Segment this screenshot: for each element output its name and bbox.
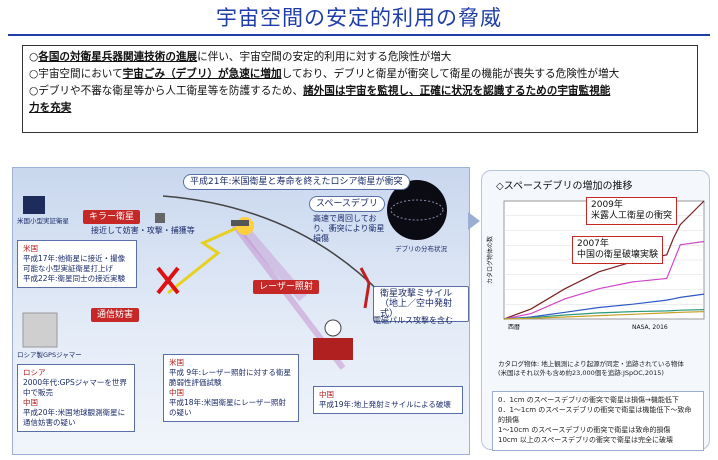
collision-banner: 平成21年:米国衛星と寿命を終えたロシア衛星が衝突 [183, 174, 410, 190]
page-title: 宇宙空間の安定的利用の脅威 [216, 6, 502, 30]
callout-2007: 2007年 中国の衛星破壊実験 [572, 236, 664, 264]
jamming-bolt [167, 221, 249, 295]
satellite-icon [231, 220, 249, 226]
blocked-x-icon [156, 266, 180, 295]
debris-image-caption: デブリの分布状況 [395, 245, 447, 253]
series-line-4 [503, 309, 705, 320]
us-small-satellite-caption: 米国小型実証衛星 [17, 217, 69, 225]
bullet-2: ○宇宙空間において宇宙ごみ（デブリ）が急速に増加しており、デブリと衛星が衝突して… [29, 68, 620, 80]
laser-incidents-info: 米国 平成 9年:レーザー照射に対する衛星脆弱性評価試験 中国 平成18年:米国… [163, 354, 299, 422]
space-debris-label: スペースデブリ [309, 196, 385, 212]
y-axis-label: カタログ物体の数 [486, 236, 494, 284]
gps-jammer-image [22, 312, 58, 348]
title-underline [8, 34, 710, 36]
bullet-3-emphasis: 諸外国は宇宙を監視し、正確に状況を認識するための宇宙監視能 [303, 85, 611, 97]
chart-source: NASA, 2016 [632, 324, 668, 331]
arrow-to-chart-icon [468, 212, 480, 230]
callout-2009: 2009年 米露人工衛星の衝突 [586, 197, 678, 225]
us-small-satellite-icon [23, 196, 45, 214]
laser-label: レーザー照射 [253, 280, 319, 294]
emp-caption: 電磁パルス攻撃を含む [373, 316, 453, 325]
dish-antenna-icon [324, 319, 342, 337]
space-debris-caption: 高速で周回しており、衝突により衛星損傷 [313, 214, 385, 243]
russia-china-jamming-info: ロシア 2000年代:GPSジャマーを世界中で販売 中国 平成20年:米国地球観… [17, 364, 135, 432]
killer-satellite-caption: 接近して妨害・攻撃・捕獲等 [91, 226, 195, 235]
bullet-3: ○デブリや不審な衛星等から人工衛星等を防護するため、諸外国は宇宙を監視し、正確に… [29, 85, 611, 97]
bullet-3-continued: 力を充実 [29, 102, 72, 114]
asat-missile-label: 衛星攻撃ミサイル （地上／空中発射式） [373, 286, 469, 322]
bullet-1-emphasis: 各国の対衛星兵器関連技術の進展 [38, 51, 198, 63]
ground-station-icon [313, 338, 353, 360]
debris-size-legend: 0．1cm のスペースデブリの衝突で衛星は損傷→機能低下 0．1〜1cm のスペ… [492, 391, 704, 451]
threat-diagram: 平成21年:米国衛星と寿命を終えたロシア衛星が衝突 キラー衛星 接近して妨害・攻… [12, 167, 470, 455]
debris-distribution-image [387, 180, 447, 240]
bullet-1: ○各国の対衛星兵器関連技術の進展に伴い、宇宙空間の安定的利用に対する危険性が増大 [29, 51, 452, 63]
us-proximity-info: 米国 平成17年:他衛星に接近・撮像可能な小型実証衛星打上げ 平成22年:衛星同… [17, 240, 137, 288]
diagram-graphics [22, 180, 447, 370]
killer-satellite-label: キラー衛星 [83, 210, 141, 224]
chart-panel-title: ◇スペースデブリの増加の推移 [496, 181, 633, 192]
missile-incident-info: 中国 平成19年:地上発射ミサイルによる破壊 [313, 386, 463, 414]
series-line-3 [503, 293, 705, 320]
catalog-note: カタログ物体: 地上観測により起源が同定・追跡されている物体 (米国はそれ以外も… [498, 360, 684, 377]
killer-satellite-icon [155, 213, 165, 223]
x-axis-label: 西暦 [508, 324, 521, 331]
series-line-2 [503, 240, 705, 320]
comm-jamming-label: 通信妨害 [91, 308, 140, 322]
series-line-5 [503, 311, 705, 320]
missile-icon [359, 267, 371, 309]
summary-box: ○各国の対衛星兵器関連技術の進展に伴い、宇宙空間の安定的利用に対する危険性が増大… [22, 45, 698, 133]
bullet-2-emphasis: 宇宙ごみ（デブリ）が急速に増加 [122, 68, 282, 80]
gps-jammer-caption: ロシア製GPSジャマー [17, 351, 82, 359]
